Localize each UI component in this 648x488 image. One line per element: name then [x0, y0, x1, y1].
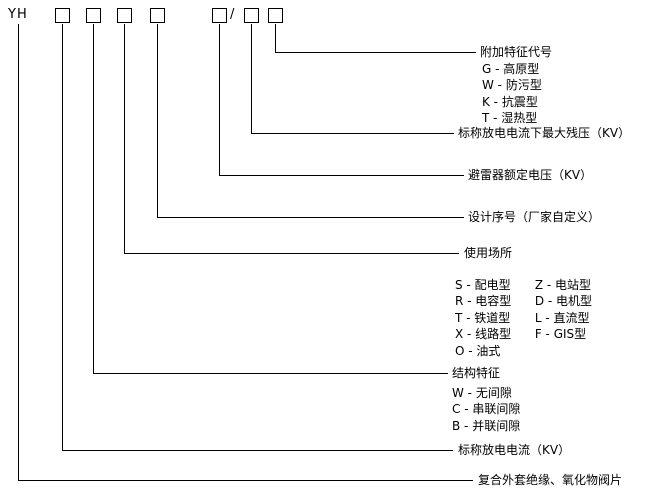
connector-hline-max-residual-voltage — [251, 133, 454, 134]
code-box-3 — [117, 8, 132, 23]
entry-option-row: X - 线路型 F - GIS型 — [455, 327, 586, 341]
code-separator: / — [230, 7, 236, 22]
entry-label-rated-voltage: 避雷器额定电压（KV） — [468, 168, 593, 182]
entry-label-composite-housing: 复合外套绝缘、氧化物阀片 — [478, 473, 623, 487]
connector-hline-design-serial — [157, 217, 464, 218]
entry-option: W - 防污型 — [482, 78, 542, 92]
entry-option: B - 并联间隙 — [452, 419, 521, 433]
connector-vline-usage-place — [124, 24, 125, 253]
entry-label-additional-feature: 附加特征代号 — [480, 45, 553, 59]
connector-hline-structure-feature — [93, 373, 448, 374]
entry-label-nominal-discharge-current: 标称放电电流（KV） — [458, 443, 571, 457]
connector-hline-additional-feature — [275, 52, 476, 53]
entry-option: G - 高原型 — [482, 62, 540, 76]
entry-option-row: O - 油式 — [455, 344, 531, 358]
code-box-5 — [212, 8, 227, 23]
connector-vline-additional-feature — [275, 24, 276, 52]
code-box-2 — [86, 8, 101, 23]
entry-option: X - 线路型 — [455, 327, 512, 341]
connector-vline-rated-voltage — [219, 24, 220, 175]
entry-option-row: S - 配电型 Z - 电站型 — [455, 278, 591, 292]
connector-vline-max-residual-voltage — [251, 24, 252, 133]
connector-hline-usage-place — [124, 253, 459, 254]
entry-option: T - 铁道型 — [455, 311, 511, 325]
entry-option-row: R - 电容型 D - 电机型 — [455, 294, 592, 308]
entry-option-row: T - 铁道型 L - 直流型 — [455, 311, 589, 325]
entry-option: S - 配电型 — [455, 278, 511, 292]
entry-label-design-serial: 设计序号（厂家自定义） — [468, 210, 601, 224]
code-box-7 — [268, 8, 283, 23]
entry-option: F - GIS型 — [534, 327, 587, 341]
connector-vline-composite-housing — [18, 24, 19, 480]
entry-option: D - 电机型 — [534, 294, 593, 308]
connector-hline-composite-housing — [18, 480, 473, 481]
entry-label-max-residual-voltage: 标称放电电流下最大残压（KV） — [458, 126, 631, 140]
connector-hline-nominal-discharge-current — [62, 450, 453, 451]
code-prefix: YH — [8, 7, 28, 22]
entry-option: K - 抗震型 — [482, 95, 538, 109]
entry-label-usage-place: 使用场所 — [464, 246, 513, 260]
code-box-1 — [55, 8, 70, 23]
connector-vline-nominal-discharge-current — [62, 24, 63, 450]
entry-option: C - 串联间隙 — [452, 402, 521, 416]
entry-option: R - 电容型 — [455, 294, 512, 308]
entry-option: W - 无间隙 — [452, 386, 512, 400]
code-box-4 — [150, 8, 165, 23]
entry-option: Z - 电站型 — [534, 278, 592, 292]
entry-option: T - 湿热型 — [482, 111, 538, 125]
connector-vline-design-serial — [157, 24, 158, 217]
entry-option: O - 油式 — [455, 344, 501, 358]
entry-label-structure-feature: 结构特征 — [452, 366, 501, 380]
connector-vline-structure-feature — [93, 24, 94, 373]
connector-hline-rated-voltage — [219, 175, 464, 176]
entry-option: L - 直流型 — [534, 311, 590, 325]
code-box-6 — [244, 8, 259, 23]
